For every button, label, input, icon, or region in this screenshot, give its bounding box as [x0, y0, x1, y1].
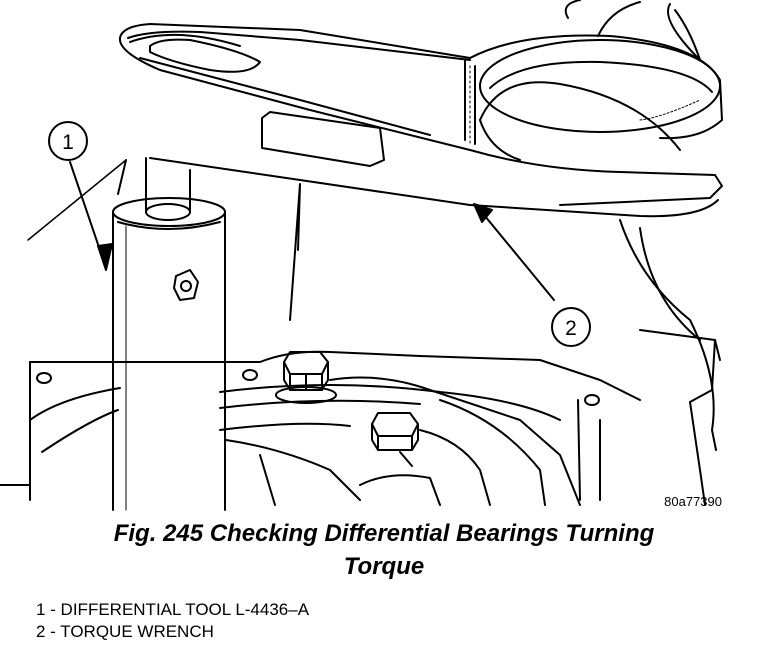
callout-1: [48, 121, 113, 271]
legend-item-2: 2 - TORQUE WRENCH: [36, 622, 214, 641]
figure-caption: Fig. 245 Checking Differential Bearings …: [0, 517, 768, 583]
figure-code: 80a77390: [664, 494, 722, 509]
differential-tool: [112, 157, 226, 511]
bearing-race: [469, 65, 701, 147]
caption-line-2: Torque: [343, 553, 425, 580]
legend-item-1: 1 - DIFFERENTIAL TOOL L-4436–A: [36, 600, 310, 619]
bolt-rear: [371, 412, 419, 467]
callout-2: [473, 203, 591, 347]
callout-1-number: 1: [62, 131, 74, 154]
callout-2-number: 2: [565, 317, 577, 340]
torque-wrench: [118, 0, 723, 451]
housing-outline: [0, 329, 721, 506]
caption-line-1: Fig. 245 Checking Differential Bearings …: [113, 520, 655, 547]
legend: 1 - DIFFERENTIAL TOOL L-4436–A 2 - TORQU…: [36, 599, 309, 643]
bolt-front: [275, 351, 337, 404]
illustration: 1 2 80a77390: [0, 0, 723, 511]
